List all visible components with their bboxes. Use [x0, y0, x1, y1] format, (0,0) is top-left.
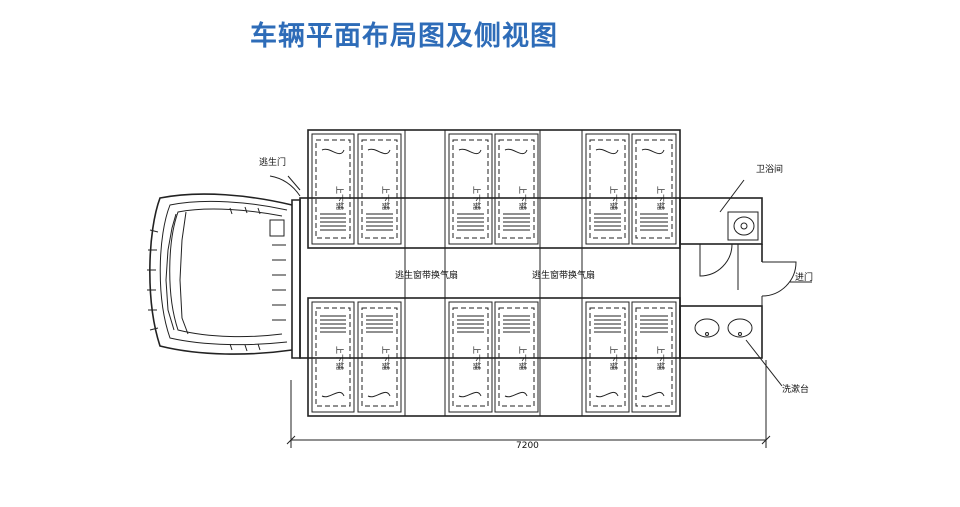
bunk-label: 上下铺 — [609, 186, 619, 210]
bunk-label: 上下铺 — [472, 346, 482, 370]
bunk-label: 上下铺 — [609, 346, 619, 370]
escape-window-vent-2: 逃生窗带换气扇 — [532, 247, 595, 299]
escape-window-vent-1: 逃生窗带换气扇 — [395, 247, 458, 299]
bunk-label: 上下铺 — [472, 186, 482, 210]
bunk-label: 上下铺 — [335, 186, 345, 210]
escape-door-label: 逃生门 — [259, 156, 286, 168]
bunk-label: 上下铺 — [518, 186, 528, 210]
bunk-label: 上下铺 — [656, 346, 666, 370]
bunk-label: 上下铺 — [335, 346, 345, 370]
bunk-label: 上下铺 — [518, 346, 528, 370]
bunk-label: 上下铺 — [381, 346, 391, 370]
vehicle-body — [299, 129, 681, 417]
escape-door: 逃生门 — [259, 156, 301, 197]
bunk-row-bottom: 上下铺 上下铺 上下铺 上下铺 上下铺 上下铺 — [311, 301, 677, 413]
bunk-label: 上下铺 — [381, 186, 391, 210]
bunk-row-top: 上下铺 上下铺 上下铺 上下铺 上下铺 上下铺 — [311, 133, 677, 245]
bathroom: 卫浴间 — [679, 163, 783, 290]
dimension-line: 7200 — [286, 360, 771, 451]
entrance-door-label: 进门 — [795, 271, 813, 283]
wash-basin-label: 洗漱台 — [782, 383, 809, 395]
page-title: 车辆平面布局图及侧视图 — [250, 21, 558, 52]
wash-basin: 洗漱台 — [679, 305, 809, 395]
entrance-door: 进门 — [761, 244, 813, 306]
vent-label-2: 逃生窗带换气扇 — [532, 269, 595, 281]
bathroom-label: 卫浴间 — [756, 163, 783, 175]
vehicle-cab — [147, 193, 301, 359]
dimension-label: 7200 — [516, 441, 539, 451]
vent-label-1: 逃生窗带换气扇 — [395, 269, 458, 281]
bunk-label: 上下铺 — [656, 186, 666, 210]
